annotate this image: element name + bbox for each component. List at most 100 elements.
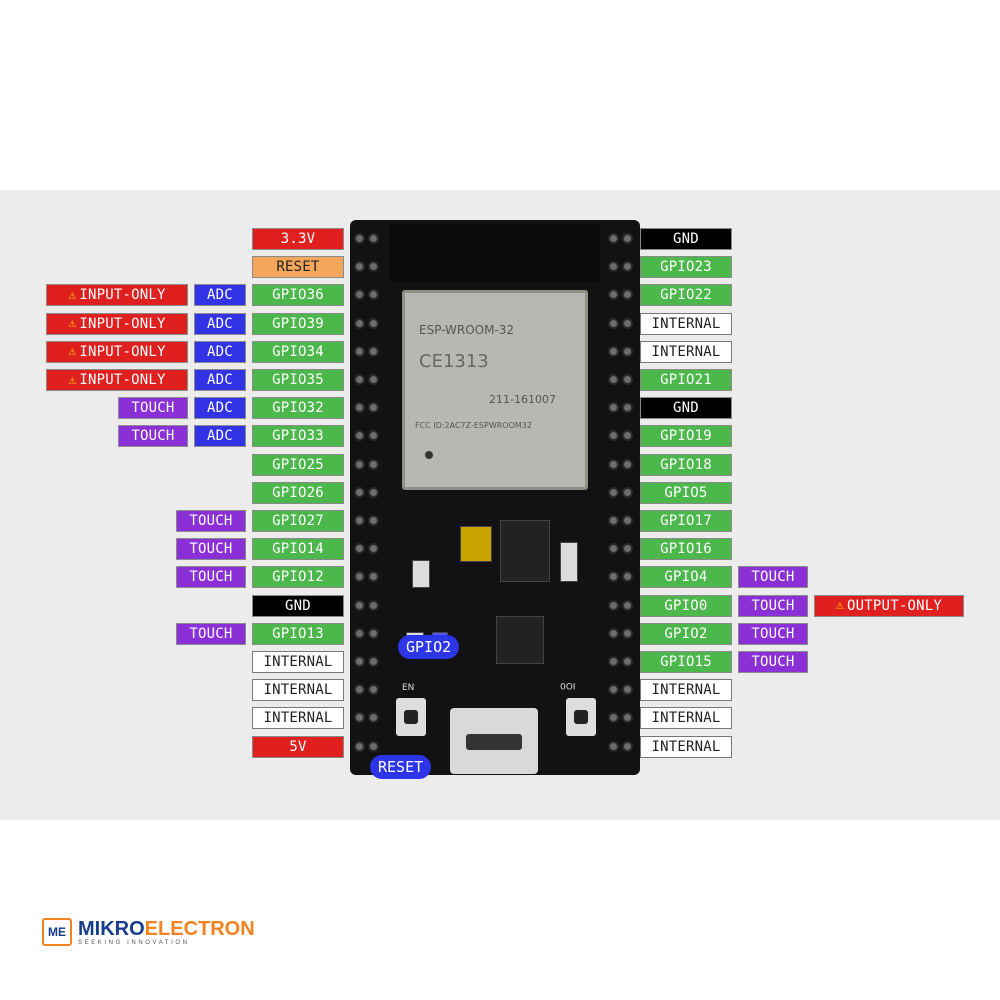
mikroelectron-logo-icon: ME bbox=[42, 918, 72, 946]
gpio-pin-label: GPIO22 bbox=[640, 284, 732, 307]
header-pin bbox=[368, 627, 379, 639]
header-pin bbox=[354, 486, 365, 498]
warning-text: INPUT-ONLY bbox=[79, 287, 166, 304]
warning-triangle-icon: ⚠ bbox=[68, 287, 77, 303]
header-pin bbox=[622, 345, 633, 357]
en-button[interactable] bbox=[396, 698, 426, 736]
header-pin bbox=[368, 402, 379, 414]
ce-mark: CE1313 bbox=[419, 351, 489, 372]
touch-pin-label: TOUCH bbox=[176, 622, 246, 645]
header-pin bbox=[608, 430, 619, 442]
int-pin-label: INTERNAL bbox=[640, 340, 732, 363]
reset-button-callout: RESET bbox=[370, 755, 432, 779]
gpio-pin-label: GPIO4 bbox=[640, 566, 732, 589]
gpio-pin-label: GPIO21 bbox=[640, 369, 732, 391]
header-pin bbox=[622, 571, 633, 583]
micro-usb-port bbox=[450, 708, 538, 774]
pcb-antenna bbox=[390, 224, 600, 282]
header-pin bbox=[608, 656, 619, 667]
en-label: EN bbox=[402, 683, 415, 693]
adc-pin-label: ADC bbox=[194, 340, 246, 363]
adc-pin-label: ADC bbox=[194, 369, 246, 391]
header-pin bbox=[622, 684, 633, 696]
int-pin-label: INTERNAL bbox=[640, 312, 732, 335]
header-pin bbox=[622, 599, 633, 611]
header-pin bbox=[608, 317, 619, 329]
gpio-pin-label: GPIO13 bbox=[252, 622, 344, 645]
header-pin bbox=[368, 458, 379, 470]
warning-triangle-icon: ⚠ bbox=[68, 372, 77, 388]
adc-pin-label: ADC bbox=[194, 312, 246, 335]
warning-text: INPUT-ONLY bbox=[79, 343, 166, 360]
header-pin bbox=[608, 261, 619, 273]
header-pin bbox=[608, 684, 619, 696]
cert-code: 211-161007 bbox=[489, 393, 556, 406]
pwr-pin-label: 3.3V bbox=[252, 228, 344, 250]
gnd-pin-label: GND bbox=[252, 594, 344, 617]
int-pin-label: INTERNAL bbox=[640, 707, 732, 730]
header-pin bbox=[608, 712, 619, 724]
fcc-id: FCC ID:2AC7Z-ESPWROOM32 bbox=[415, 421, 532, 430]
int-pin-label: INTERNAL bbox=[640, 735, 732, 758]
int-pin-label: INTERNAL bbox=[640, 679, 732, 702]
header-pin bbox=[622, 740, 633, 752]
header-pin bbox=[354, 543, 365, 555]
header-pin bbox=[622, 543, 633, 555]
diode bbox=[560, 542, 578, 582]
gpio2-led-callout: GPIO2 bbox=[398, 635, 460, 659]
io0-button[interactable] bbox=[566, 698, 596, 736]
touch-pin-label: TOUCH bbox=[738, 651, 808, 673]
header-pin bbox=[354, 684, 365, 696]
warning-triangle-icon: ⚠ bbox=[68, 316, 77, 332]
adc-pin-label: ADC bbox=[194, 425, 246, 448]
smd-component bbox=[412, 560, 430, 588]
header-pin bbox=[354, 374, 365, 385]
voltage-regulator bbox=[500, 520, 550, 582]
header-pin bbox=[354, 261, 365, 273]
header-pin bbox=[354, 599, 365, 611]
gpio-pin-label: GPIO35 bbox=[252, 369, 344, 391]
logo-tagline: SEEKING INNOVATION bbox=[78, 939, 190, 946]
touch-pin-label: TOUCH bbox=[738, 622, 808, 645]
header-pin bbox=[368, 543, 379, 555]
header-pin bbox=[622, 374, 633, 385]
gpio-pin-label: GPIO12 bbox=[252, 566, 344, 589]
warning-triangle-icon: ⚠ bbox=[68, 344, 77, 360]
header-pin bbox=[368, 374, 379, 385]
gpio-pin-label: GPIO39 bbox=[252, 312, 344, 335]
warn-pin-label: ⚠INPUT-ONLY bbox=[46, 284, 188, 307]
header-pin bbox=[608, 599, 619, 611]
header-pin bbox=[354, 458, 365, 470]
warn-pin-label: ⚠OUTPUT-ONLY bbox=[814, 594, 964, 617]
touch-pin-label: TOUCH bbox=[738, 594, 808, 617]
gpio-pin-label: GPIO23 bbox=[640, 256, 732, 279]
gpio-pin-label: GPIO34 bbox=[252, 340, 344, 363]
header-pin bbox=[354, 345, 365, 357]
header-pin bbox=[368, 233, 379, 244]
logo-name-electron: ELECTRON bbox=[144, 917, 255, 940]
header-pin bbox=[354, 515, 365, 526]
pwr-pin-label: 5V bbox=[252, 735, 344, 758]
header-pin bbox=[368, 317, 379, 329]
header-pin bbox=[368, 656, 379, 667]
int-pin-label: INTERNAL bbox=[252, 651, 344, 673]
header-pin bbox=[622, 712, 633, 724]
rst-pin-label: RESET bbox=[252, 256, 344, 279]
touch-pin-label: TOUCH bbox=[738, 566, 808, 589]
gpio-pin-label: GPIO18 bbox=[640, 453, 732, 476]
logo-name-mikro: MIKRO bbox=[78, 917, 145, 940]
regulator-capacitor bbox=[460, 526, 492, 562]
gpio-pin-label: GPIO14 bbox=[252, 538, 344, 561]
gpio-pin-label: GPIO17 bbox=[640, 510, 732, 532]
header-pin bbox=[368, 430, 379, 442]
gnd-pin-label: GND bbox=[640, 228, 732, 250]
gpio-pin-label: GPIO0 bbox=[640, 594, 732, 617]
warn-pin-label: ⚠INPUT-ONLY bbox=[46, 369, 188, 391]
int-pin-label: INTERNAL bbox=[252, 679, 344, 702]
adc-pin-label: ADC bbox=[194, 397, 246, 420]
warning-triangle-icon: ⚠ bbox=[836, 598, 845, 614]
header-pin bbox=[622, 627, 633, 639]
warn-pin-label: ⚠INPUT-ONLY bbox=[46, 312, 188, 335]
gpio-pin-label: GPIO33 bbox=[252, 425, 344, 448]
